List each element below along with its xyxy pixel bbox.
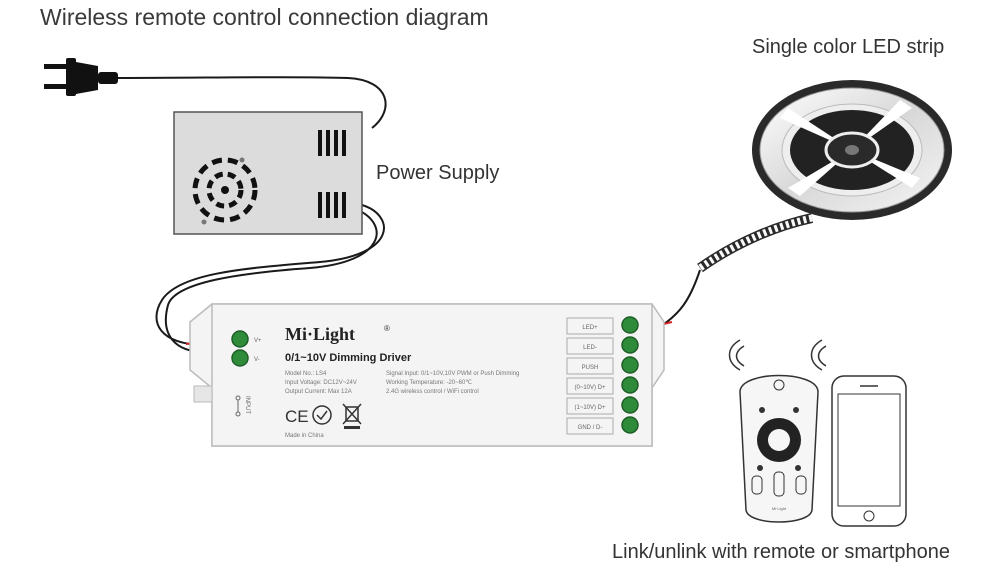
diagram-title: Wireless remote control connection diagr… [40,4,489,30]
led-strip-caption: Single color LED strip [752,36,945,58]
spec-temperature: Working Temperature: -20~60℃ [386,380,472,386]
terminal-v-plus [231,330,249,348]
registered-mark: ® [384,324,390,333]
input-terminals: V+ V- INPUT [231,330,262,417]
power-supply-caption: Power Supply [376,162,500,184]
remote-control: Mi·Light [728,339,819,523]
smartphone [810,339,907,527]
label-1-10v: (1~10V) D+ [574,405,606,411]
vent-bottom [318,192,346,218]
terminal-0-10v [621,376,639,394]
terminal-led-minus [621,336,639,354]
spec-wireless: 2.4G wireless control / WiFi control [386,389,479,395]
label-v-minus: V- [254,357,260,363]
remote-power-icon [773,379,785,391]
spec-signal: Signal Input: 0/1~10V,10V PWM or Push Di… [386,371,519,377]
spec-model: Model No.: LS4 [285,371,327,377]
label-led-minus: LED- [583,345,597,351]
fan-icon [192,157,258,225]
remote-brand: Mi·Light [772,506,787,511]
terminal-push [621,356,639,374]
ce-mark-icon: CE [285,407,309,426]
spec-current: Output Current: Max 12A [285,389,352,395]
label-gnd: GND / D- [578,425,603,431]
spec-voltage: Input Voltage: DC12V~24V [285,380,357,386]
wire-psu-to-driver-neg [164,209,378,353]
label-v-plus: V+ [254,338,262,344]
remote-signal-icon [728,339,745,371]
terminal-1-10v [621,396,639,414]
certification-icons: CE [285,403,362,429]
weee-bin-icon [342,403,362,429]
output-terminals: LED+ LED- PUSH (0~10V) D+ (1~10V) D+ GND… [566,316,639,435]
phone-signal-icon [810,339,827,371]
power-plug [44,58,118,96]
wire-psu-to-driver-pos [155,204,385,346]
power-supply-box [173,111,363,235]
led-strip-reel [752,80,952,220]
wire-plug-to-psu [117,76,387,129]
label-led-plus: LED+ [582,325,598,331]
power-symbol-icon [235,395,241,417]
link-caption: Link/unlink with remote or smartphone [612,541,950,563]
led-strip-tail [697,213,814,273]
phone-home-button [863,510,875,522]
label-0-10v: (0~10V) D+ [574,385,606,391]
rohs-icon [312,405,332,425]
terminal-gnd [621,416,639,434]
label-push: PUSH [582,365,599,371]
input-label: INPUT [244,396,250,414]
driver-title: 0/1~10V Dimming Driver [285,352,412,364]
made-in: Made in China [285,433,324,439]
dimming-driver: Mi·Light ® 0/1~10V Dimming Driver Model … [189,303,665,447]
terminal-led-plus [621,316,639,334]
vent-top [318,130,346,156]
terminal-v-minus [231,349,249,367]
driver-brand: Mi·Light [285,324,355,344]
